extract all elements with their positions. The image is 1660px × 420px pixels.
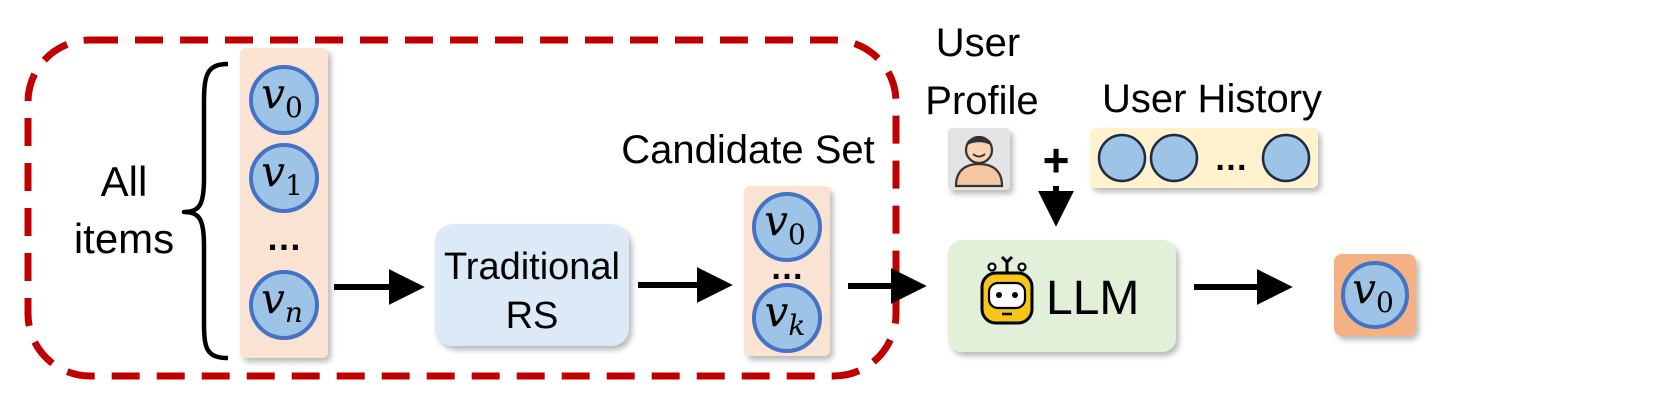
svg-text:v1: v1	[261, 147, 303, 202]
user-history-box	[1090, 128, 1318, 188]
all-items-label-line2: items	[74, 215, 174, 262]
candidate-item-v0: v0	[752, 192, 822, 262]
curly-brace	[181, 61, 229, 361]
all-items-item-vn: vn	[249, 270, 319, 340]
item-symbol: v	[261, 69, 285, 118]
all-items-item-v0: v0	[249, 65, 319, 135]
item-symbol: v	[764, 196, 788, 245]
traditional-pipeline-dashed-border	[24, 36, 900, 380]
output-item-v0: v0	[1341, 261, 1409, 329]
all-items-ellipsis: …	[266, 217, 302, 258]
user-history-title: User History	[1102, 77, 1322, 121]
svg-text:v0: v0	[764, 196, 806, 251]
traditional-rs-label-line1: Traditional	[444, 246, 620, 288]
user-profile-avatar	[948, 128, 1010, 190]
item-symbol: v	[765, 287, 789, 336]
item-symbol: v	[261, 274, 285, 323]
history-item-circle	[1149, 133, 1199, 183]
all-items-label-line1: All	[101, 158, 148, 205]
svg-text:v0: v0	[1352, 264, 1394, 319]
candidate-item-vk: vk	[752, 283, 822, 353]
item-subscript: 0	[285, 91, 303, 124]
robot-icon	[980, 255, 1034, 325]
candidate-set-title: Candidate Set	[621, 128, 875, 172]
svg-text:vk: vk	[765, 287, 806, 342]
person-icon	[954, 135, 1004, 188]
item-subscript: k	[788, 309, 805, 342]
svg-text:vn: vn	[261, 274, 303, 329]
item-symbol: v	[261, 147, 285, 196]
all-items-item-v1: v1	[249, 143, 319, 213]
candidate-set-ellipsis: …	[770, 249, 804, 287]
item-subscript: 0	[788, 218, 806, 251]
user-profile-label-line1: User	[936, 21, 1020, 65]
llm-label: LLM	[1046, 272, 1139, 325]
user-profile-label-line2: Profile	[925, 79, 1038, 123]
traditional-rs-box	[435, 224, 629, 346]
history-item-circle	[1261, 133, 1311, 183]
traditional-rs-label-line2: RS	[506, 295, 559, 337]
item-subscript: 0	[1376, 286, 1394, 319]
user-history-ellipsis: …	[1214, 140, 1248, 178]
item-subscript: n	[285, 296, 303, 329]
history-item-circle	[1097, 133, 1147, 183]
svg-text:v0: v0	[261, 69, 303, 124]
item-symbol: v	[1352, 264, 1376, 313]
item-subscript: 1	[285, 169, 303, 202]
plus-sign: +	[1043, 134, 1070, 186]
